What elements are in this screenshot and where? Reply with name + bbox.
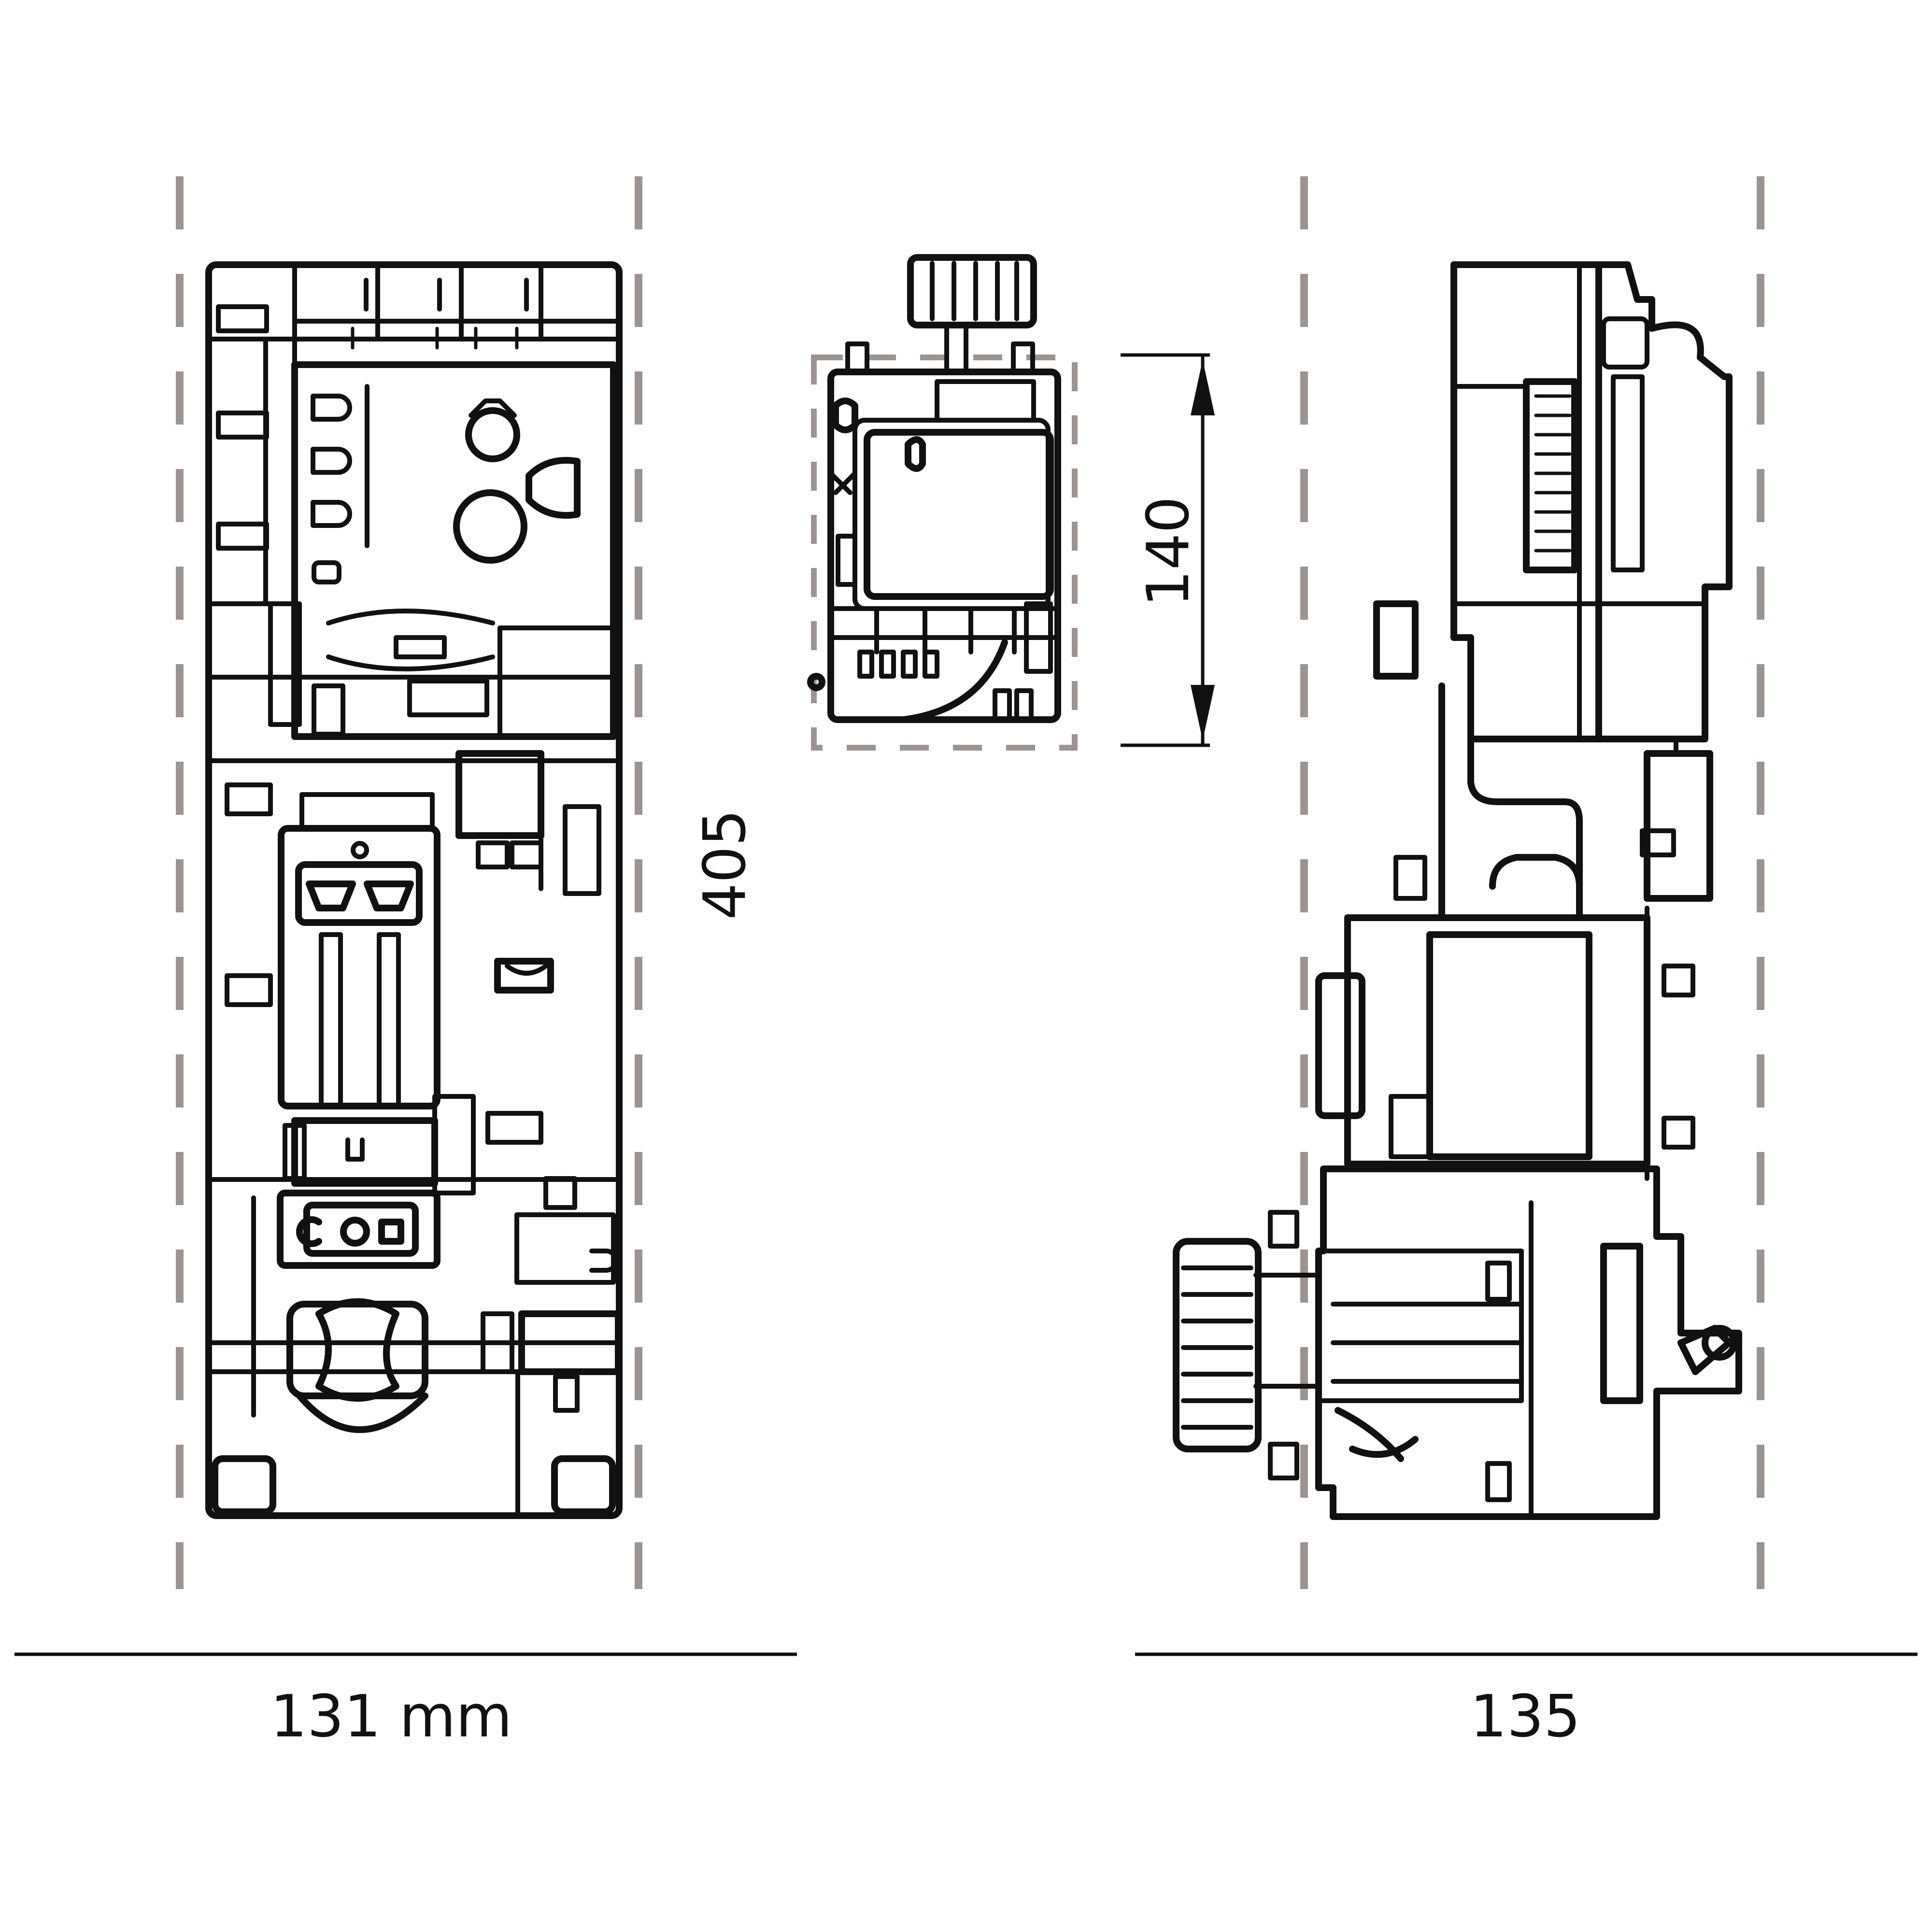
side-hand-knob: [1173, 1238, 1262, 1452]
board-capacitor-large: [453, 489, 527, 564]
front-width-label: 131 mm: [270, 1683, 512, 1750]
front-gearbox: [206, 1176, 622, 1518]
front-height-label: 405: [692, 809, 759, 920]
top-depth-label: 140: [1135, 496, 1202, 607]
front-body-outline: [205, 261, 623, 1519]
top-view: 140: [807, 254, 1215, 751]
top-knob: [907, 254, 1037, 374]
front-left-column-cells: [206, 304, 302, 727]
board-capacitor: [465, 407, 520, 462]
front-control-board: [291, 361, 617, 740]
front-motor-cover: [278, 792, 476, 1195]
side-upper-housing: [1373, 261, 1733, 742]
top-housing: [807, 341, 1061, 723]
side-motor-block: [1315, 854, 1695, 1181]
front-top-terminal-block: [292, 262, 621, 367]
side-connector-neck: [1438, 682, 1713, 921]
top-dimension: 140: [1121, 353, 1215, 747]
side-view: 135: [1135, 176, 1918, 1750]
side-width-label: 135: [1470, 1683, 1580, 1750]
front-relay-area: [225, 750, 601, 1145]
side-gearbox: [1253, 1165, 1742, 1520]
front-view: 131 mm 405: [14, 176, 797, 1750]
